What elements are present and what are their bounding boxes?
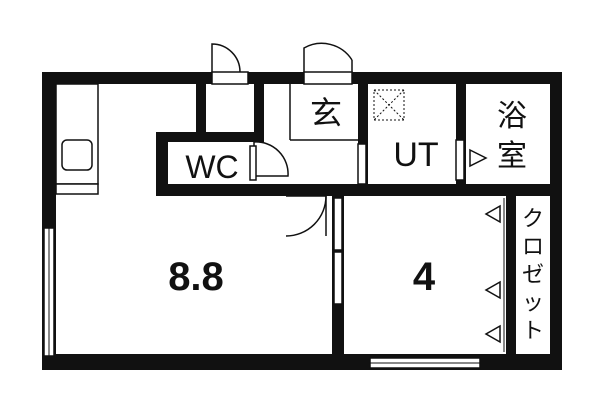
wc-label: WC [185,149,238,185]
utility-floor-2 [368,84,456,184]
wc-door-frame [249,145,257,181]
bath-label-1: 浴 [497,99,527,134]
bath-label-2: 室 [497,139,527,174]
entrance-door-swing[interactable] [303,42,353,72]
bath-door[interactable] [455,139,465,181]
closet-floor [516,196,550,354]
bath-floor-2 [466,84,550,184]
washer-pan [373,89,405,121]
ut-label: UT [393,136,438,174]
bedroom-size: 4 [413,255,436,299]
closet-door-2[interactable] [484,280,501,300]
entrance-label: 玄 [310,94,342,132]
ut-left-wall [358,84,368,196]
bedroom-floor [344,196,508,354]
kitchen-sink [61,139,93,171]
entrance-floor-2 [264,84,358,142]
entrance-door-frame [303,71,353,85]
sliding-door-1[interactable] [333,197,343,251]
kitchen-shelf [55,183,99,195]
corridor-bottom-wall [156,184,342,196]
closet-char-2: ゼ [522,263,544,288]
corridor-floor [264,142,360,184]
sliding-door-2[interactable] [333,251,343,305]
closet-door-3[interactable] [484,324,501,344]
wc-top-wall [156,132,266,142]
storage-left-wall [196,84,206,134]
storage-floor [208,84,254,130]
closet-divider-wall [506,196,516,354]
closet-char-0: ク [522,207,544,232]
storage-door-swing[interactable] [211,43,241,73]
bedroom-top-wall [332,184,562,196]
main-room-size: 8.8 [168,255,224,299]
closet-door-1[interactable] [484,204,501,224]
closet-char-1: ロ [522,235,544,260]
ut-door[interactable] [357,143,367,185]
wc-left-wall [156,132,168,194]
wc-floor-2 [170,144,264,184]
storage-right-wall [254,84,264,134]
closet-char-3: ッ [522,291,544,316]
storage-door-frame [211,71,249,85]
bath-door-arrow [469,148,488,168]
closet-char-4: ト [522,319,544,344]
